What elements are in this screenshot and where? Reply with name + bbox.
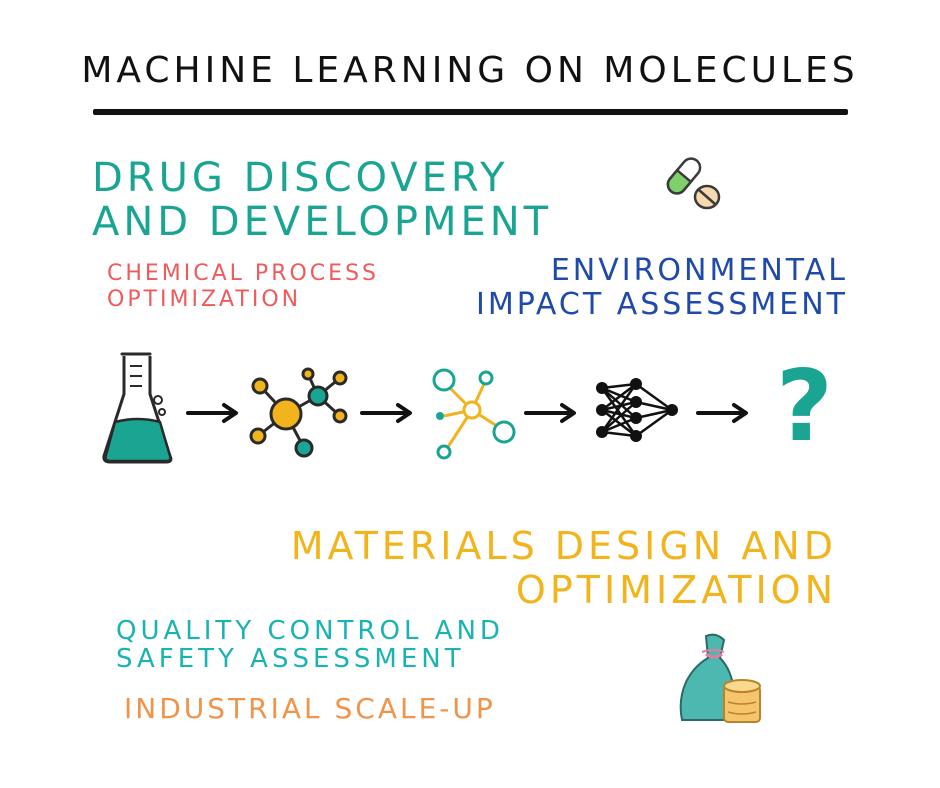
- quality-control-line-1: Quality Control and: [116, 616, 504, 646]
- arrow-right-icon: [186, 403, 238, 423]
- title-underline: [93, 109, 848, 115]
- materials-label: Materials Design and Optimization: [291, 524, 837, 612]
- environmental-label: Environmental Impact Assessment: [476, 254, 848, 322]
- page-title: Machine Learning on Molecules: [81, 50, 859, 91]
- chemical-process-line-2: Optimization: [107, 287, 302, 312]
- quality-control-line-2: Safety Assessment: [116, 644, 465, 674]
- drug-discovery-line-1: Drug Discovery: [92, 155, 509, 201]
- arrow-right-icon: [360, 403, 412, 423]
- industrial-label: Industrial Scale-Up: [124, 692, 496, 725]
- drug-discovery-label: Drug Discovery and Development: [92, 156, 552, 244]
- environmental-line-2: Impact Assessment: [476, 287, 848, 322]
- chemical-process-label: Chemical Process Optimization: [107, 261, 379, 313]
- graph-icon: [432, 368, 516, 460]
- sacks-icon: [679, 633, 761, 723]
- quality-control-label: Quality Control and Safety Assessment: [116, 617, 504, 673]
- materials-line-1: Materials Design and: [290, 524, 837, 568]
- arrow-right-icon: [524, 403, 576, 423]
- arrow-right-icon: [696, 403, 748, 423]
- flask-icon: [102, 352, 173, 464]
- molecule-icon: [249, 367, 348, 458]
- chemical-process-line-1: Chemical Process: [107, 261, 379, 286]
- pills-icon: [666, 157, 721, 210]
- question-mark-icon: ?: [776, 350, 833, 464]
- drug-discovery-line-2: and Development: [92, 199, 553, 245]
- materials-line-2: Optimization: [515, 568, 837, 612]
- environmental-line-1: Environmental: [550, 253, 848, 288]
- neural-network-icon: [596, 378, 678, 442]
